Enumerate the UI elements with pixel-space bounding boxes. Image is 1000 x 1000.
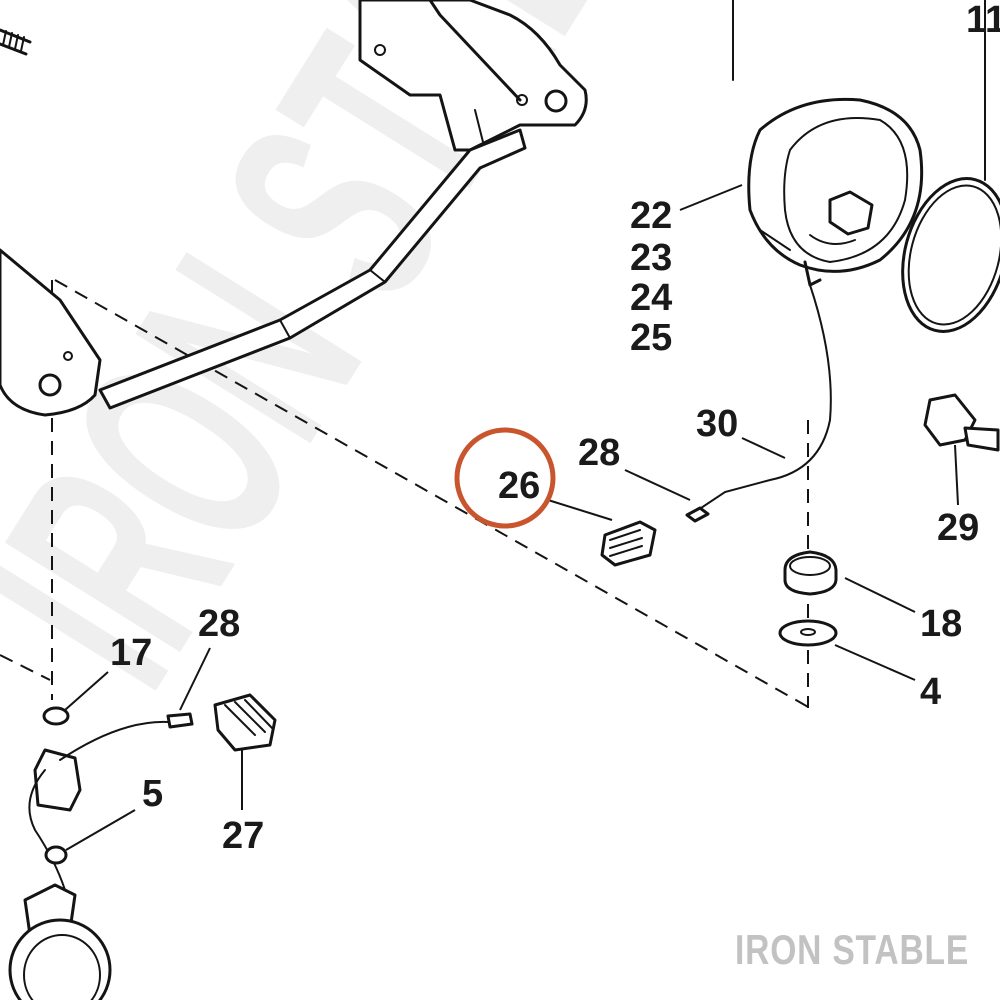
part-number-11: 11 — [966, 0, 1000, 41]
part-number-27: 27 — [222, 815, 264, 857]
stud-bolt — [0, 28, 32, 56]
headlamp-mount-bar — [0, 128, 527, 417]
leader-lines — [64, 184, 959, 851]
headlamp-housing — [747, 97, 924, 287]
trim-ring — [901, 0, 1000, 333]
grommet-18 — [783, 550, 838, 596]
headlamp-wire — [694, 284, 832, 513]
part-number-17: 17 — [110, 632, 152, 674]
part-number-23: 23 — [630, 237, 672, 279]
part-number-24: 24 — [630, 277, 672, 319]
part-number-25: 25 — [630, 317, 672, 359]
part-number-30: 30 — [696, 403, 738, 445]
part-number-29: 29 — [937, 507, 979, 549]
part-number-4: 4 — [920, 671, 941, 713]
part-number-22: 22 — [630, 195, 672, 237]
part-number-18: 18 — [920, 603, 962, 645]
part-number-5: 5 — [142, 773, 163, 815]
connector-27 — [213, 693, 277, 752]
highlight-ring — [454, 427, 556, 529]
diagonal-watermark: IRON STABLE — [0, 0, 787, 734]
part-number-28-top: 28 — [578, 432, 620, 474]
wire-terminal — [685, 506, 710, 523]
part-number-26: 26 — [498, 465, 540, 507]
headlamp-bulb — [923, 393, 1000, 452]
washer-4 — [778, 619, 838, 647]
brand-watermark: IRON STABLE — [735, 926, 970, 973]
connector-26 — [600, 520, 657, 567]
part-number-28-bottom: 28 — [198, 603, 240, 645]
lower-signal-assembly — [8, 706, 194, 1000]
